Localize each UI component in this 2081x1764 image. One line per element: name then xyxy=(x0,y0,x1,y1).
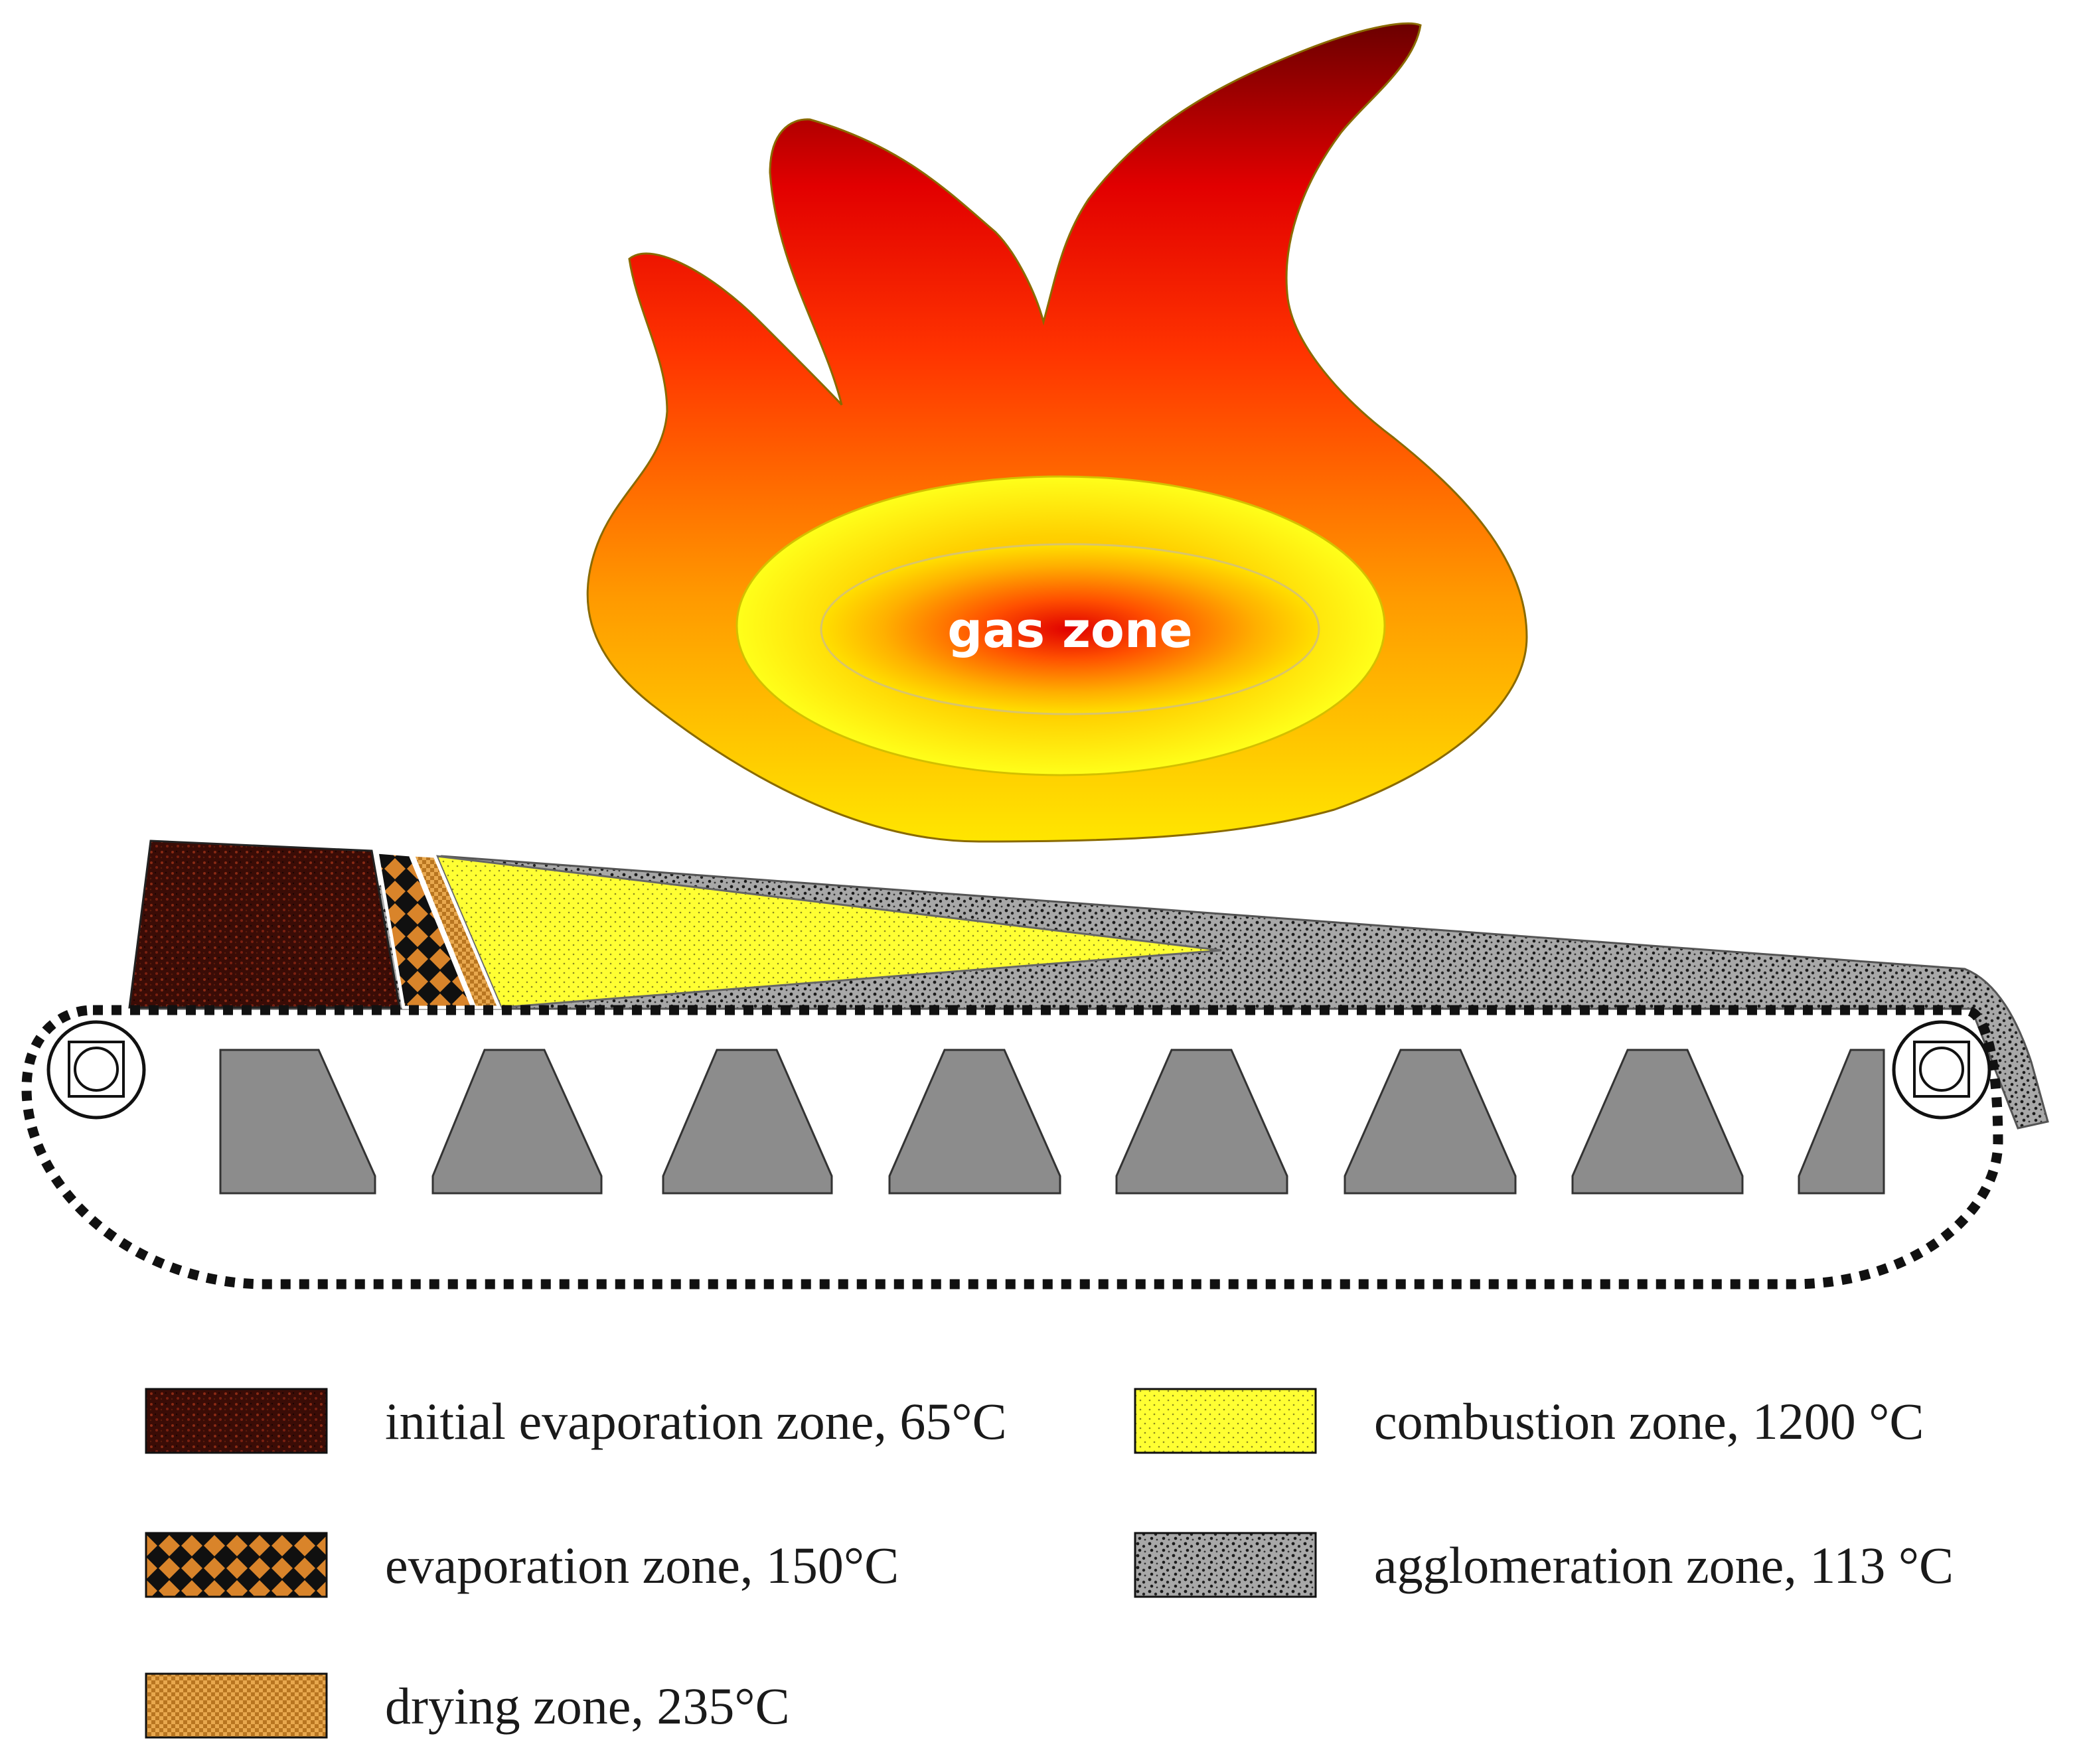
gas-zone-core xyxy=(820,543,1320,715)
initial-evaporation-layer xyxy=(128,840,401,1009)
wind-box xyxy=(662,1049,833,1195)
legend-swatch xyxy=(1134,1532,1317,1598)
legend-label: initial evaporation zone, 65°C xyxy=(385,1392,1007,1450)
legend-item-evaporation: evaporation zone, 150°C xyxy=(145,1532,899,1598)
legend-item-combustion: combustion zone, 1200 °C xyxy=(1134,1388,1924,1454)
left-roller xyxy=(46,1020,146,1120)
wind-box xyxy=(1344,1049,1517,1195)
legend-swatch xyxy=(145,1532,328,1598)
sinter-bed xyxy=(128,840,2049,1130)
wind-box xyxy=(1571,1049,1744,1195)
legend-swatch xyxy=(145,1388,328,1454)
legend-swatch xyxy=(145,1672,328,1739)
conveyor-track xyxy=(21,1005,2003,1289)
legend-item-initial-evaporation: initial evaporation zone, 65°C xyxy=(145,1388,1007,1454)
legend-label: evaporation zone, 150°C xyxy=(385,1536,899,1594)
legend-label: agglomeration zone, 113 °C xyxy=(1374,1536,1954,1594)
legend-item-drying: drying zone, 235°C xyxy=(145,1672,790,1739)
legend-swatch xyxy=(1134,1388,1317,1454)
right-roller xyxy=(1892,1020,1991,1120)
drying-layer xyxy=(410,853,502,1009)
wind-boxes xyxy=(219,1049,1885,1195)
combustion-layer xyxy=(435,855,1222,1009)
wind-box xyxy=(1115,1049,1288,1195)
legend-label: drying zone, 235°C xyxy=(385,1677,790,1735)
wind-box xyxy=(1798,1049,1885,1195)
wind-box xyxy=(219,1049,376,1195)
flame: gas zone xyxy=(586,22,1528,843)
legend: initial evaporation zone, 65°C evaporati… xyxy=(145,1388,1954,1739)
wind-box xyxy=(431,1049,603,1195)
gas-zone-label: gas zone xyxy=(947,602,1193,659)
wind-box xyxy=(888,1049,1061,1195)
legend-label: combustion zone, 1200 °C xyxy=(1374,1392,1924,1450)
legend-item-agglomeration: agglomeration zone, 113 °C xyxy=(1134,1532,1954,1598)
conveyor xyxy=(21,1005,2003,1289)
